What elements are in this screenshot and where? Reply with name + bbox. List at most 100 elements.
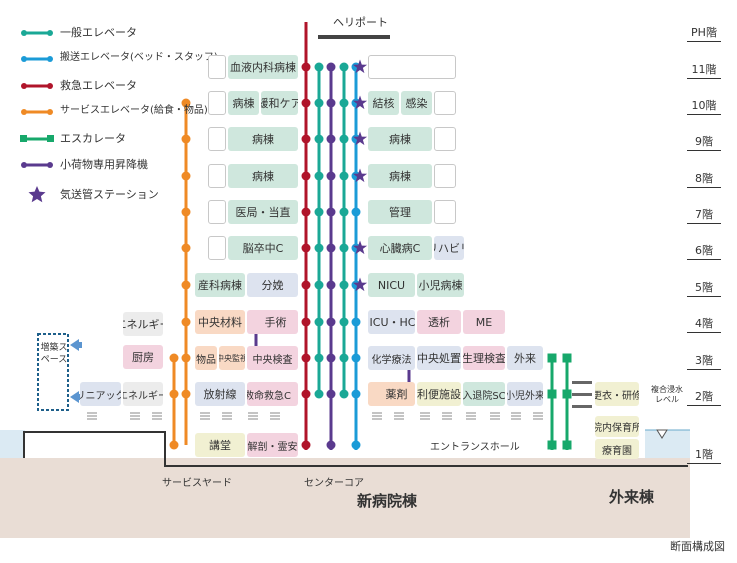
- elevator-stop: [314, 389, 324, 399]
- escalator-stop: [547, 440, 557, 450]
- room-rehabilitation: リハビリ: [434, 236, 464, 260]
- elevator-stop: [181, 280, 191, 290]
- legend-pneumatic-station: 気送管ステーション: [60, 188, 159, 201]
- elevator-stop: [326, 389, 336, 399]
- room-supplies: 物品: [195, 346, 217, 370]
- room-auditorium: 講堂: [195, 433, 245, 457]
- elevator-stop: [314, 353, 324, 363]
- entrance-hall-label: エントランスホール: [430, 442, 520, 453]
- pneumatic-station-star: [352, 59, 368, 74]
- elevator-stop: [351, 317, 361, 327]
- elevator-stop: [351, 389, 361, 399]
- arrow-up-tail: [78, 342, 82, 348]
- floor-label-4: 4階: [687, 315, 721, 333]
- room-ward: 病棟: [368, 164, 432, 188]
- room-chemotherapy: 化学療法: [368, 346, 415, 370]
- room-blank: [434, 200, 456, 224]
- new-wing-label: 新病院棟: [357, 492, 418, 510]
- elevator-stop: [326, 280, 336, 290]
- legend-escalator: エスカレータ: [60, 132, 126, 145]
- elevator-stop: [339, 62, 349, 72]
- room-doctors-office: 医局・当直: [228, 200, 298, 224]
- elevator-stop: [301, 171, 311, 181]
- legend-emergency-elevator: 救急エレベータ: [60, 79, 137, 92]
- room-blank: [368, 55, 456, 79]
- diagram-caption: 断面構成図: [670, 540, 725, 553]
- room-central-supply: 中央材料: [195, 310, 245, 334]
- elevator-stop: [339, 280, 349, 290]
- elevator-stop: [314, 280, 324, 290]
- floor-label-ph: PH階: [687, 24, 721, 42]
- pneumatic-station-star: [352, 131, 368, 146]
- floor-label-7: 7階: [687, 206, 721, 224]
- escalator-stop: [562, 353, 572, 363]
- room-icu-hcu: ICU・HCU: [368, 310, 415, 334]
- legend: [20, 30, 54, 203]
- elevator-stop: [301, 353, 311, 363]
- elevator-stop: [181, 389, 191, 399]
- room-linac: リニアック: [80, 382, 121, 406]
- room-central-treatment: 中央処置: [417, 346, 461, 370]
- flood-water-left: [0, 430, 25, 458]
- floor-label-2: 2階: [687, 388, 721, 406]
- elevator-stop: [301, 62, 311, 72]
- floor-label-1: 1階: [687, 446, 721, 464]
- elevator-stop: [181, 353, 191, 363]
- room-blank: [208, 55, 226, 79]
- legend-service-elevator: サービスエレベータ(給食・物品): [60, 105, 208, 116]
- elevator-stop: [301, 207, 311, 217]
- ground-line: [23, 431, 688, 467]
- elevator-stop: [181, 171, 191, 181]
- room-outpatient: 外来: [507, 346, 543, 370]
- elevator-stop: [169, 353, 179, 363]
- elevator-stop: [326, 243, 336, 253]
- elevator-stop: [314, 171, 324, 181]
- elevator-stop: [326, 440, 336, 450]
- flood-level-label: 複合浸水レベル: [651, 385, 683, 404]
- escalator-stop: [547, 389, 557, 399]
- outpatient-wing-label: 外来棟: [609, 488, 655, 506]
- room-locker-training: 更衣・研修: [595, 382, 639, 406]
- floor-label-3: 3階: [687, 352, 721, 370]
- floor-label-6: 6階: [687, 242, 721, 260]
- elevator-stop: [314, 98, 324, 108]
- elevator-stop: [351, 440, 361, 450]
- stair-hatches: [87, 412, 543, 420]
- room-pediatric-outpatient: 小児外来: [507, 382, 543, 406]
- elevator-stop: [314, 62, 324, 72]
- room-dialysis: 透析: [417, 310, 461, 334]
- room-tuberculosis: 結核: [368, 91, 399, 115]
- room-pediatric-ward: 小児病棟: [417, 273, 464, 297]
- room-nicu: NICU: [368, 273, 415, 297]
- elevator-stop: [326, 134, 336, 144]
- elevator-stop: [314, 317, 324, 327]
- room-daycare: 院内保育所: [595, 416, 639, 437]
- elevator-stop: [326, 98, 336, 108]
- room-maternity-ward: 産科病棟: [195, 273, 245, 297]
- corridor-bridges: [572, 381, 592, 408]
- elevator-stop: [339, 243, 349, 253]
- elevator-stop: [301, 317, 311, 327]
- elevator-stops: [169, 62, 572, 450]
- floor-label-5: 5階: [687, 279, 721, 297]
- center-core-label: センターコア: [304, 478, 364, 489]
- room-pharmacy: 薬剤: [368, 382, 415, 406]
- elevator-stop: [339, 207, 349, 217]
- ground: [0, 458, 690, 538]
- elevator-stop: [314, 134, 324, 144]
- room-ward: 病棟: [228, 91, 259, 115]
- flood-water-right: [645, 430, 690, 458]
- arrow-down: [70, 391, 79, 403]
- elevator-stop: [339, 353, 349, 363]
- elevator-stop: [339, 98, 349, 108]
- legend-general-elevator: 一般エレベータ: [60, 26, 137, 39]
- room-hematology-ward: 血液内科病棟: [228, 55, 298, 79]
- room-infection: 感染: [401, 91, 432, 115]
- room-blank: [208, 127, 226, 151]
- room-autopsy-mortuary: 解剖・霊安: [247, 433, 298, 457]
- flood-level-marker: [656, 429, 668, 439]
- escalator-stop: [562, 389, 572, 399]
- elevator-stop: [301, 389, 311, 399]
- pneumatic-station-star: [352, 277, 368, 292]
